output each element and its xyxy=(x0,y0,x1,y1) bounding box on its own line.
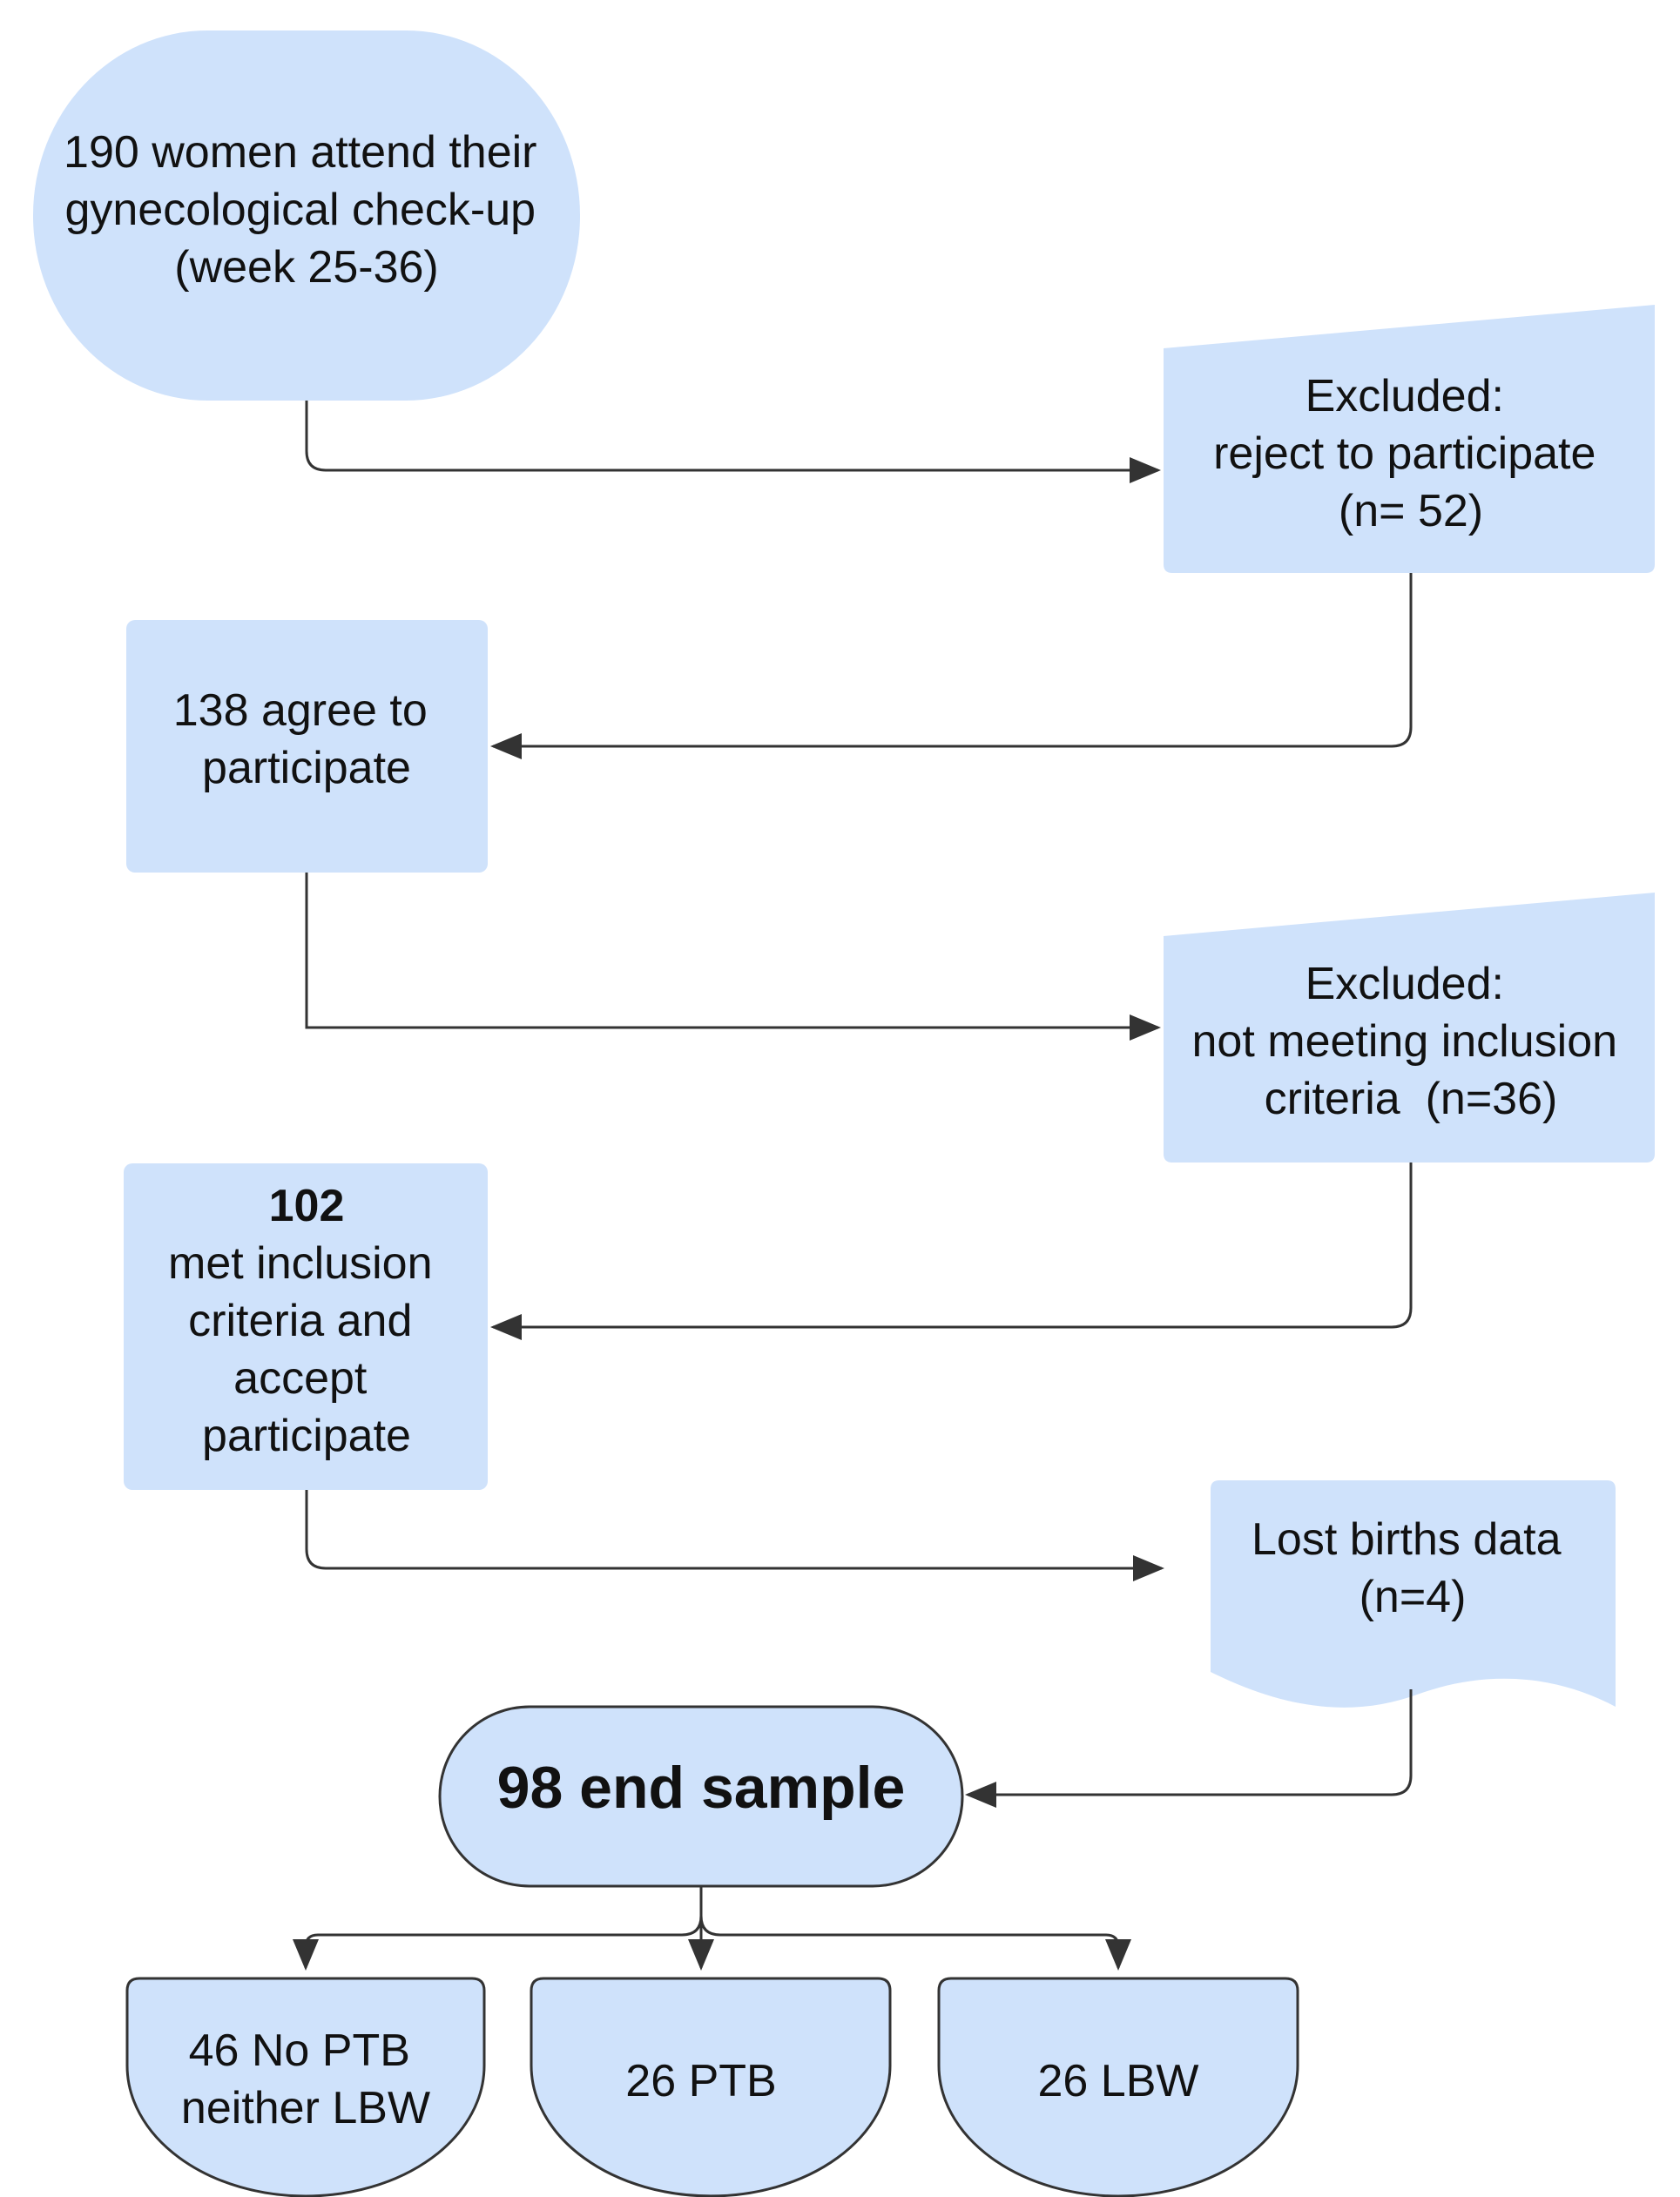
node-excluded-criteria-line-2: not meeting inclusion xyxy=(1192,1016,1618,1067)
node-met-line-4: participate xyxy=(202,1411,411,1461)
node-ptb-label: 26 PTB xyxy=(625,2056,776,2106)
node-lost: Lost births data (n=4) xyxy=(1211,1480,1616,1708)
svg-text:102: 102 xyxy=(269,1181,345,1231)
connector-lost-to-end-sample xyxy=(965,1689,1413,1808)
node-no-ptb-line-1: 46 No PTB xyxy=(189,2025,410,2076)
node-lbw-label: 26 LBW xyxy=(1038,2056,1199,2106)
connector-excluded-reject-to-agree xyxy=(490,573,1413,759)
svg-text:Lost births data (n=4): Lost births data (n=4) xyxy=(1252,1514,1574,1622)
connector-met-to-lost xyxy=(305,1490,1164,1581)
node-met: 102 met inclusion criteria and accept pa… xyxy=(124,1163,488,1490)
node-attend-line-1: 190 women attend their xyxy=(64,127,536,178)
svg-text:138 agree to participate: 138 agree to participate xyxy=(173,685,440,793)
connector-end-sample-split xyxy=(293,1886,703,1971)
node-met-bold-line: 102 xyxy=(269,1181,345,1231)
node-met-line-3: accept xyxy=(233,1353,368,1404)
node-agree-line-2: participate xyxy=(202,743,411,793)
node-excluded-reject-line-3: (n= 52) xyxy=(1339,486,1483,536)
node-attend-line-2: gynecological check-up xyxy=(65,185,536,235)
connector-excluded-criteria-to-met xyxy=(490,1163,1413,1340)
node-agree-line-1: 138 agree to xyxy=(173,685,428,736)
svg-text:Excluded: reject to part: Excluded: reject to participate (n= 52) xyxy=(1213,371,1609,536)
node-met-line-2: criteria and xyxy=(188,1296,412,1346)
node-excluded-criteria: Excluded: not meeting inclusion criteria… xyxy=(1164,893,1655,1163)
node-lost-line-1: Lost births data xyxy=(1252,1514,1562,1565)
node-met-line-1: met inclusion xyxy=(168,1238,432,1289)
node-no-ptb: 46 No PTB neither LBW xyxy=(125,1977,486,2197)
node-ptb: 26 PTB xyxy=(530,1977,892,2197)
svg-text:190 women attend their g: 190 women attend their gynecological che… xyxy=(64,127,550,293)
connector-attend-to-excluded-reject xyxy=(305,401,1161,483)
svg-text:46 No PTB neither LBW: 46 No PTB neither LBW xyxy=(181,2025,430,2133)
node-excluded-reject-line-1: Excluded: xyxy=(1306,371,1504,421)
node-no-ptb-line-2: neither LBW xyxy=(181,2083,430,2133)
node-end-sample-label: 98 end sample xyxy=(497,1755,906,1821)
svg-text:met inclusion criteria a: met inclusion criteria and accept partic… xyxy=(168,1238,445,1461)
node-excluded-reject-line-2: reject to participate xyxy=(1213,428,1596,479)
node-agree: 138 agree to participate xyxy=(126,620,488,873)
node-excluded-criteria-line-3: criteria (n=36) xyxy=(1265,1074,1558,1124)
connector-end-sample-to-lbw xyxy=(699,1915,1131,1971)
node-end-sample: 98 end sample xyxy=(438,1705,964,1888)
connector-agree-to-excluded-criteria xyxy=(305,873,1161,1041)
node-attend-line-3: (week 25-36) xyxy=(174,242,438,293)
svg-text:Excluded: not meeting in: Excluded: not meeting inclusion criteria… xyxy=(1192,959,1630,1124)
node-excluded-criteria-line-1: Excluded: xyxy=(1306,959,1504,1009)
node-lbw: 26 LBW xyxy=(937,1977,1299,2197)
node-attend: 190 women attend their gynecological che… xyxy=(33,30,580,401)
node-lost-line-2: (n=4) xyxy=(1360,1572,1467,1622)
node-excluded-reject: Excluded: reject to participate (n= 52) xyxy=(1164,305,1655,573)
